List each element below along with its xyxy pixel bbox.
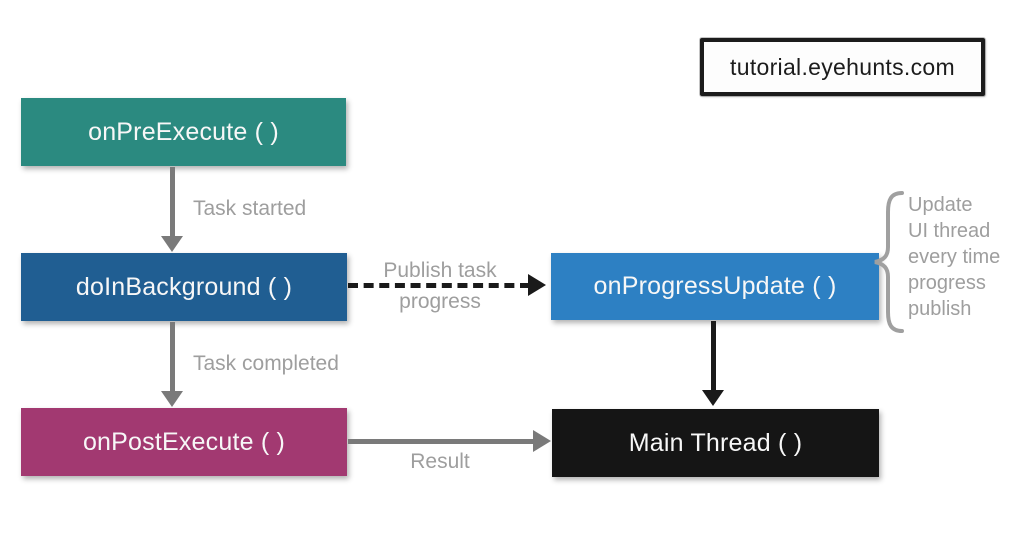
arrow-progress-to-main-head-icon bbox=[702, 390, 724, 406]
arrow-publish-progress-head-icon bbox=[528, 274, 546, 296]
node-onpreexecute-label: onPreExecute ( ) bbox=[88, 117, 279, 146]
brace-note-line: Update bbox=[908, 194, 973, 216]
edge-label-task-completed: Task completed bbox=[193, 352, 339, 375]
arrow-publish-progress-line bbox=[348, 283, 530, 288]
arrow-task-started-line bbox=[170, 167, 175, 237]
node-onprogressupdate: onProgressUpdate ( ) bbox=[551, 253, 879, 320]
watermark-box: tutorial.eyehunts.com bbox=[700, 38, 985, 96]
brace-note-line: UI thread bbox=[908, 220, 991, 242]
arrow-task-started-head-icon bbox=[161, 236, 183, 252]
edge-label-result: Result bbox=[410, 450, 470, 473]
edge-label-progress: progress bbox=[399, 290, 481, 313]
brace-note-line: every time bbox=[908, 246, 1001, 268]
node-doinbackground-label: doInBackground ( ) bbox=[75, 272, 293, 301]
edge-label-task-started: Task started bbox=[193, 197, 307, 220]
node-mainthread-label: Main Thread ( ) bbox=[628, 428, 803, 457]
brace-note-line: publish bbox=[908, 298, 972, 320]
node-onpostexecute: onPostExecute ( ) bbox=[21, 408, 347, 476]
node-onprogressupdate-label: onProgressUpdate ( ) bbox=[593, 272, 837, 300]
node-onpreexecute: onPreExecute ( ) bbox=[21, 98, 346, 166]
curly-brace-icon bbox=[874, 191, 904, 333]
arrow-task-completed-head-icon bbox=[161, 391, 183, 407]
brace-note-line: progress bbox=[908, 272, 986, 294]
brace-note: Update UI thread every time progress pub… bbox=[908, 192, 1000, 322]
arrow-result-head-icon bbox=[533, 430, 551, 452]
node-doinbackground: doInBackground ( ) bbox=[21, 253, 347, 321]
edge-label-publish-task: Publish task bbox=[383, 259, 497, 282]
node-mainthread: Main Thread ( ) bbox=[552, 409, 879, 477]
arrow-result-line bbox=[348, 439, 534, 444]
arrow-task-completed-line bbox=[170, 322, 175, 392]
arrow-progress-to-main-line bbox=[711, 321, 716, 391]
node-onpostexecute-label: onPostExecute ( ) bbox=[82, 427, 286, 456]
watermark-text: tutorial.eyehunts.com bbox=[730, 53, 955, 80]
